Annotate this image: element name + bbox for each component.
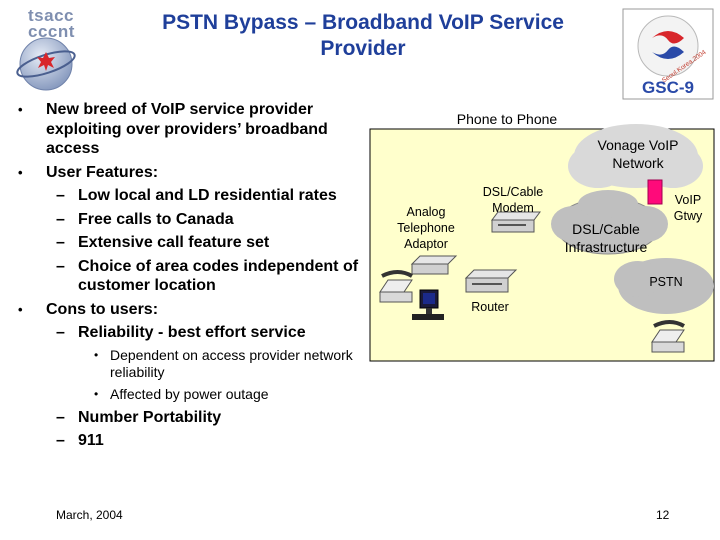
globe-icon (16, 37, 76, 91)
bullet-dot-icon: • (18, 164, 23, 180)
voip-gateway-icon (647, 179, 663, 205)
dash-icon: – (56, 187, 65, 204)
infrastructure-cloud-icon (551, 190, 668, 255)
footer-date: March, 2004 (56, 508, 123, 522)
bullet-list: •New breed of VoIP service provider expl… (18, 100, 368, 455)
modem-icon (491, 211, 541, 233)
slide-title: PSTN Bypass – Broadband VoIP Service Pro… (162, 11, 564, 60)
bullet-item: •User Features: (18, 163, 159, 181)
tsacc-logo: tsacc cccnt (6, 6, 96, 96)
dash-icon: – (56, 234, 65, 251)
page-number: 12 (656, 508, 670, 522)
dash-icon: – (56, 210, 65, 228)
sub-bullet-item: –Number Portability (56, 408, 222, 426)
vonage-label: Vonage VoIP Network (597, 137, 679, 171)
bullet-dot-icon: • (94, 347, 99, 362)
bullet-dot-icon: • (18, 301, 23, 317)
pstn-label: PSTN (649, 275, 683, 289)
dsl-modem-label: DSL/Cable Modem (482, 185, 544, 215)
dash-icon: – (56, 257, 65, 275)
vonage-cloud-icon (568, 124, 703, 188)
sub-bullet-item: –911 (56, 432, 104, 449)
router-icon (464, 269, 518, 293)
sub-bullet-item: –Free calls to Canada (56, 210, 234, 228)
bullet-dot-icon: • (94, 386, 99, 401)
ata-label: Analog Telephone Adaptor (397, 205, 455, 251)
telephone-icon (379, 270, 413, 303)
dash-icon: – (56, 432, 65, 449)
sub-bullet-item: –Choice of area codes independent of cus… (56, 257, 359, 295)
bullet-item: •New breed of VoIP service provider expl… (18, 101, 328, 157)
dsl-infrastructure-label: DSL/Cable Infrastructure (564, 221, 648, 255)
gsc-logo-text: GSC-9 (642, 78, 694, 97)
brand-bottom: cccnt (28, 22, 75, 41)
router-label: Router (471, 300, 509, 314)
sub-bullet-item: –Low local and LD residential rates (56, 187, 337, 204)
dash-icon: – (56, 324, 65, 341)
sub-bullet-item: –Extensive call feature set (56, 234, 270, 251)
bullet-item: •Cons to users: (18, 300, 159, 318)
gsc-emblem-icon: GSC-9 Seoul.Korea.2004 (622, 8, 714, 100)
adaptor-icon (410, 255, 458, 275)
sub-bullet-item: –Reliability - best effort service (56, 324, 306, 341)
sub-sub-bullet-item: •Dependent on access provider network re… (94, 346, 353, 380)
dash-icon: – (56, 408, 65, 426)
sub-sub-bullet-item: •Affected by power outage (94, 385, 269, 402)
voip-gtwy-label: VoIP Gtwy (673, 193, 703, 223)
telephone-icon (651, 320, 685, 353)
diagram-title: Phone to Phone (456, 111, 558, 127)
computer-icon (412, 289, 444, 320)
brand-top: tsacc (28, 6, 74, 25)
gsc-logo: GSC-9 Seoul.Korea.2004 (622, 8, 714, 100)
pstn-cloud-icon (614, 258, 714, 314)
bullet-dot-icon: • (18, 102, 23, 117)
network-diagram: Phone to Phone Vonage VoIP Network VoIP … (368, 104, 716, 362)
